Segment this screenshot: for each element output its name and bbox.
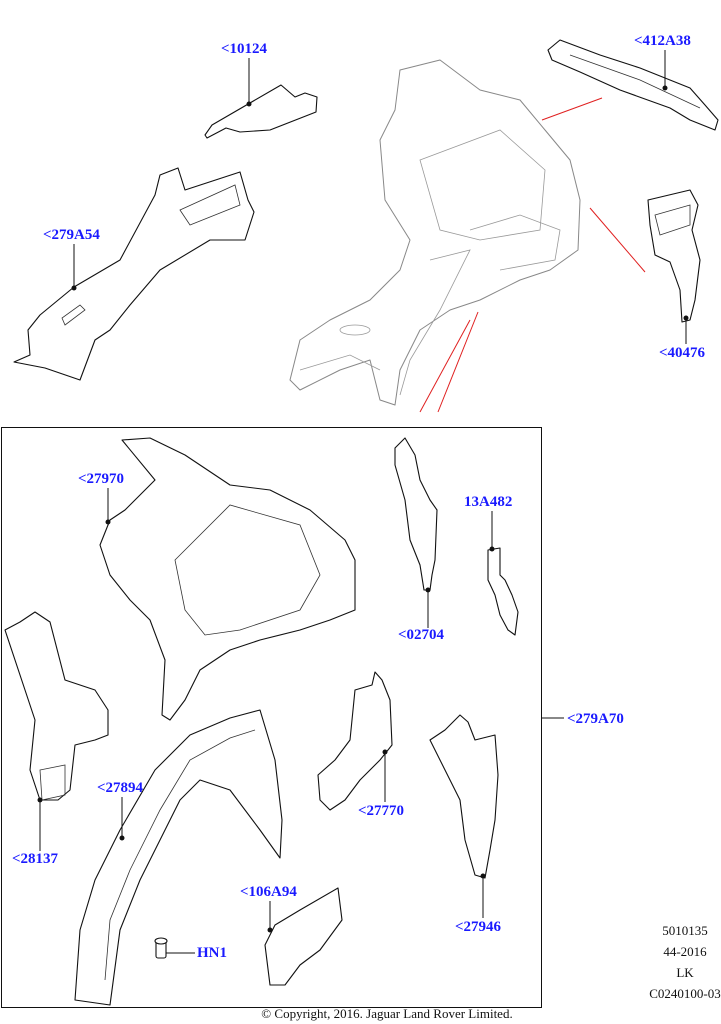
part-106A94 bbox=[264, 887, 343, 986]
callout-13A482[interactable]: 13A482 bbox=[464, 494, 513, 510]
part-13A482 bbox=[487, 546, 519, 636]
callout-279A70[interactable]: <279A70 bbox=[567, 711, 624, 727]
pointer-line bbox=[541, 97, 603, 121]
date-code: 44-2016 bbox=[663, 944, 707, 959]
callout-HN1[interactable]: HN1 bbox=[197, 945, 227, 961]
leader-lines bbox=[39, 50, 687, 954]
reference-number: 5010135 bbox=[662, 923, 708, 938]
part-279A54 bbox=[13, 167, 255, 381]
part-HN1 bbox=[154, 937, 168, 959]
pointer-line bbox=[437, 311, 479, 413]
pointer-line bbox=[419, 319, 471, 413]
callout-412A38[interactable]: <412A38 bbox=[634, 33, 691, 49]
part-27894 bbox=[74, 709, 283, 1006]
callout-02704[interactable]: <02704 bbox=[398, 627, 445, 643]
pointer-line bbox=[589, 207, 646, 273]
overview-assembly bbox=[289, 59, 581, 406]
part-40476 bbox=[647, 189, 701, 323]
part-10124 bbox=[204, 84, 318, 139]
part-412A38 bbox=[547, 39, 719, 131]
part-27970 bbox=[99, 437, 356, 721]
callout-40476[interactable]: <40476 bbox=[659, 345, 706, 361]
callout-27770[interactable]: <27770 bbox=[358, 803, 405, 819]
model-code: LK bbox=[676, 965, 694, 980]
callout-27970[interactable]: <27970 bbox=[78, 471, 125, 487]
callout-106A94[interactable]: <106A94 bbox=[240, 884, 297, 900]
copyright-notice: © Copyright, 2016. Jaguar Land Rover Lim… bbox=[261, 1006, 513, 1021]
part-28137 bbox=[4, 611, 109, 803]
callout-279A54[interactable]: <279A54 bbox=[43, 227, 100, 243]
part-27946 bbox=[429, 714, 499, 879]
callout-10124[interactable]: <10124 bbox=[221, 41, 268, 57]
callout-27946[interactable]: <27946 bbox=[455, 919, 502, 935]
callout-28137[interactable]: <28137 bbox=[12, 851, 59, 867]
part-27770 bbox=[317, 671, 393, 811]
illustration-code: C0240100-03 bbox=[649, 986, 721, 1001]
part-02704 bbox=[394, 437, 438, 593]
callout-27894[interactable]: <27894 bbox=[97, 780, 144, 796]
